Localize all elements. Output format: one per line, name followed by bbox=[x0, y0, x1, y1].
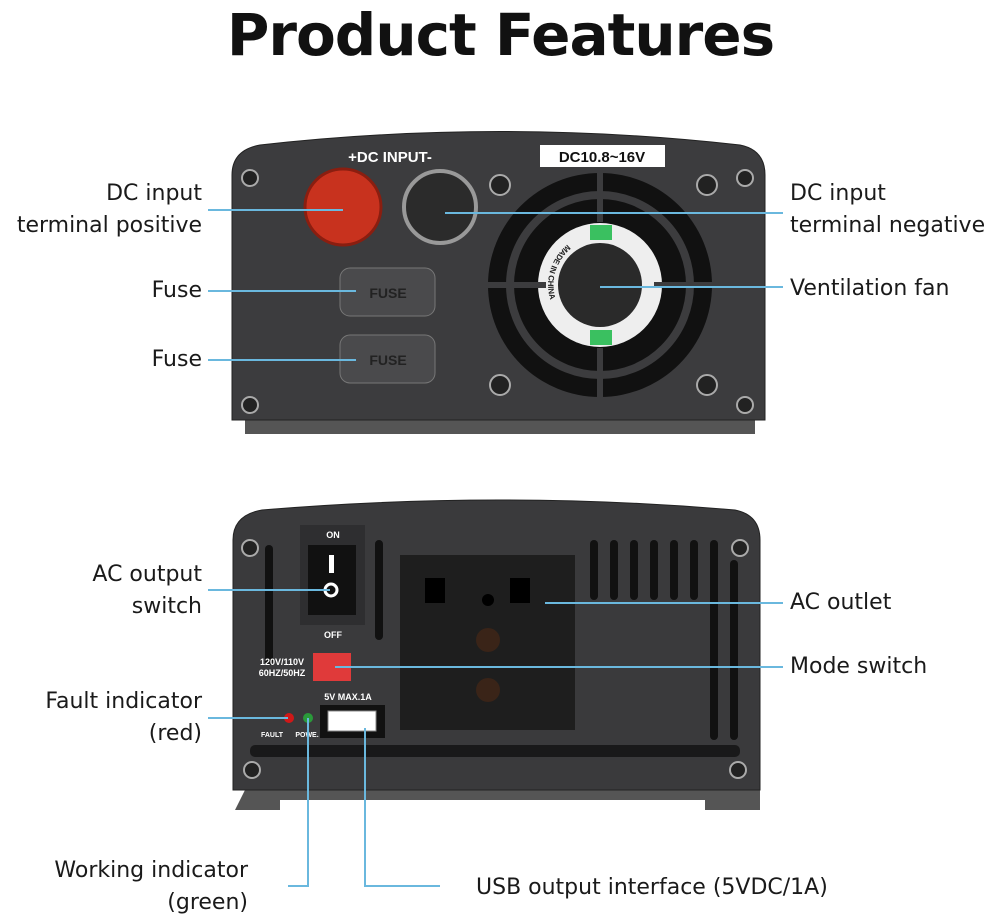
fault-label: FAULT bbox=[261, 732, 284, 739]
callout-dc-negative: DC input terminal negative bbox=[790, 178, 985, 242]
ac-outlet bbox=[400, 555, 575, 730]
voltage-badge bbox=[540, 145, 665, 167]
callout-mode-switch: Mode switch bbox=[790, 654, 928, 679]
callout-lines bbox=[208, 209, 783, 887]
page-title: Product Features bbox=[226, 1, 775, 69]
fuse-2-text: FUSE bbox=[369, 352, 406, 368]
callout-fault: Fault indicator (red) bbox=[45, 686, 202, 750]
screws bbox=[241, 169, 754, 414]
switch-off-label: OFF bbox=[324, 630, 342, 640]
callout-fuse-2: Fuse bbox=[151, 347, 202, 372]
usb-port[interactable] bbox=[327, 710, 377, 732]
lower-vent-slots bbox=[250, 745, 740, 757]
callout-dc-negative-line2: terminal negative bbox=[790, 213, 986, 238]
callout-fault-line2: (red) bbox=[148, 721, 202, 746]
callout-working: Working indicator (green) bbox=[54, 855, 248, 919]
callout-fuse-1: Fuse bbox=[151, 278, 202, 303]
callout-dc-positive-line1: DC input bbox=[106, 181, 202, 206]
top-device-base bbox=[245, 420, 755, 434]
mode-text-line2: 60HZ/50HZ bbox=[259, 668, 306, 678]
voltage-badge-text: DC10.8~16V bbox=[559, 149, 645, 166]
callout-dc-negative-line1: DC input bbox=[790, 181, 886, 206]
callout-fault-line1: Fault indicator bbox=[45, 689, 202, 714]
bottom-screws bbox=[241, 539, 749, 779]
dc-positive-terminal bbox=[303, 167, 383, 247]
callout-ac-switch-line2: switch bbox=[131, 594, 202, 619]
ventilation-fan: MADE IN CHINA bbox=[488, 173, 712, 397]
bottom-device: ON OFF 120V/110V 60HZ/50HZ 5V MAX.1A FAU… bbox=[232, 499, 761, 810]
usb-rating-label: 5V MAX.1A bbox=[324, 692, 372, 702]
dc-negative-terminal bbox=[402, 169, 478, 245]
top-device: +DC INPUT- DC10.8~16V FUSE FUSE MADE IN … bbox=[231, 131, 766, 434]
callout-usb: USB output interface (5VDC/1A) bbox=[476, 875, 828, 900]
fault-led bbox=[284, 713, 294, 723]
callout-working-line2: (green) bbox=[167, 890, 248, 915]
callout-working-line1: Working indicator bbox=[54, 858, 248, 883]
mode-text-line1: 120V/110V bbox=[260, 657, 304, 667]
switch-on-label: ON bbox=[326, 530, 340, 540]
callout-fan: Ventilation fan bbox=[790, 276, 950, 301]
callout-dc-positive-line2: terminal positive bbox=[16, 213, 202, 238]
vent-slots bbox=[265, 540, 738, 740]
callout-ac-switch: AC output switch bbox=[92, 559, 202, 623]
dc-input-panel-label: +DC INPUT- bbox=[348, 149, 432, 166]
callout-ac-outlet: AC outlet bbox=[790, 590, 892, 615]
fuse-1-text: FUSE bbox=[369, 285, 406, 301]
bottom-device-base bbox=[235, 790, 760, 810]
callout-ac-switch-line1: AC output bbox=[92, 562, 202, 587]
callout-dc-positive: DC input terminal positive bbox=[17, 178, 202, 242]
